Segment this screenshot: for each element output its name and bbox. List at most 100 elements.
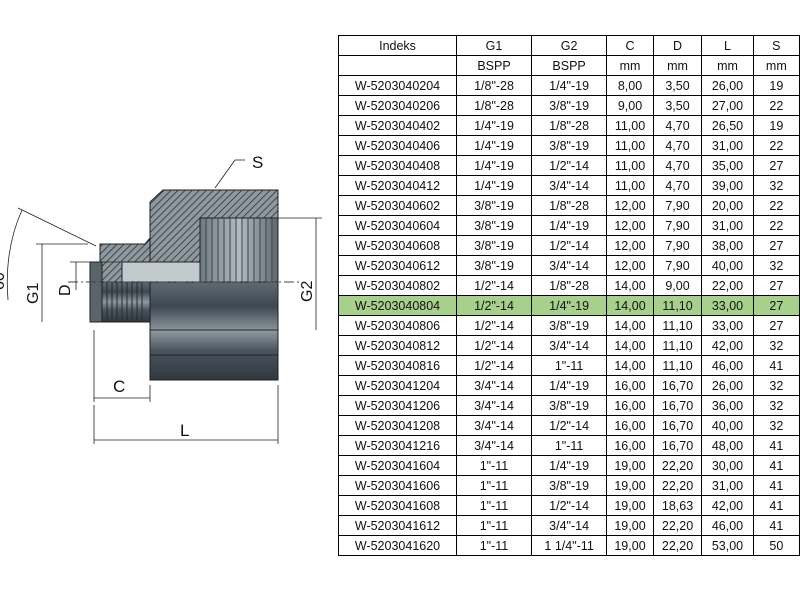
table-cell: 16,70 <box>652 415 703 436</box>
table-cell: W-5203040204 <box>337 75 458 96</box>
table-cell: 11,10 <box>652 295 703 316</box>
table-cell: 19,00 <box>606 495 654 516</box>
table-cell: W-5203041216 <box>337 435 458 456</box>
table-cell: 3/4"-14 <box>456 375 532 396</box>
table-cell: 33,00 <box>701 315 754 336</box>
table-cell: 22,20 <box>652 475 703 496</box>
table-cell: 1/8"-28 <box>456 95 532 116</box>
table-cell: 3/4"-14 <box>456 415 532 436</box>
table-cell: 42,00 <box>701 495 754 516</box>
table-cell: 1/2"-14 <box>456 315 532 336</box>
table-cell: 48,00 <box>701 435 754 456</box>
table-cell: mm <box>652 55 703 76</box>
table-cell: 3/8"-19 <box>456 195 532 216</box>
table-cell: 11,10 <box>652 315 703 336</box>
table-cell: 42,00 <box>701 335 754 356</box>
table-cell: 31,00 <box>701 135 754 156</box>
table-cell: 7,90 <box>652 235 703 256</box>
table-cell: G1 <box>456 35 532 56</box>
table-cell: W-5203041208 <box>337 415 458 436</box>
table-cell: 41 <box>752 455 800 476</box>
label-d: D <box>57 284 74 296</box>
table-cell: 16,00 <box>606 415 654 436</box>
table-cell: 30,00 <box>701 455 754 476</box>
hex-body <box>149 281 279 381</box>
table-cell: W-5203040802 <box>337 275 458 296</box>
label-angle: 60 <box>0 272 8 290</box>
table-cell: 14,00 <box>606 315 654 336</box>
table-cell: 1/8"-28 <box>530 115 608 136</box>
table-cell: 32 <box>752 175 800 196</box>
table-cell: 3/8"-19 <box>456 215 532 236</box>
table-cell: 7,90 <box>652 255 703 276</box>
table-cell: 7,90 <box>652 195 703 216</box>
table-cell: 1/2"-14 <box>530 495 608 516</box>
table-cell <box>337 55 458 76</box>
table-cell: W-5203041204 <box>337 375 458 396</box>
table-cell: 16,00 <box>606 395 654 416</box>
table-cell: 14,00 <box>606 335 654 356</box>
table-cell: G2 <box>530 35 608 56</box>
table-cell: 35,00 <box>701 155 754 176</box>
table-cell: 11,00 <box>606 175 654 196</box>
table-cell: 22,20 <box>652 515 703 536</box>
table-cell: 31,00 <box>701 475 754 496</box>
table-cell: 1/4"-19 <box>530 215 608 236</box>
table-cell: W-5203040604 <box>337 215 458 236</box>
table-cell: W-5203040608 <box>337 235 458 256</box>
table-cell: 22,20 <box>652 455 703 476</box>
table-cell: 1/2"-14 <box>456 295 532 316</box>
table-cell: 12,00 <box>606 235 654 256</box>
table-cell: 19 <box>752 115 800 136</box>
table-cell: W-5203040402 <box>337 115 458 136</box>
table-cell: 40,00 <box>701 415 754 436</box>
table-cell: D <box>652 35 703 56</box>
table-cell: 46,00 <box>701 355 754 376</box>
table-cell: 3/4"-14 <box>530 515 608 536</box>
table-cell: mm <box>606 55 654 76</box>
table-cell: W-5203040816 <box>337 355 458 376</box>
table-cell: W-5203041604 <box>337 455 458 476</box>
table-cell: BSPP <box>530 55 608 76</box>
table-cell: 12,00 <box>606 195 654 216</box>
table-cell: 3/4"-14 <box>456 435 532 456</box>
table-cell: 1/8"-28 <box>456 75 532 96</box>
table-cell: 3/8"-19 <box>530 315 608 336</box>
table-cell: 3/8"-19 <box>530 475 608 496</box>
table-cell: W-5203040612 <box>337 255 458 276</box>
table-cell: W-5203040804 <box>337 295 458 316</box>
table-cell: 1"-11 <box>456 515 532 536</box>
table-cell: S <box>752 35 800 56</box>
table-cell: 41 <box>752 515 800 536</box>
table-cell: 1"-11 <box>530 435 608 456</box>
table-cell: 4,70 <box>652 135 703 156</box>
table-cell: W-5203040806 <box>337 315 458 336</box>
label-g2: G2 <box>299 281 316 302</box>
table-cell: 1/4"-19 <box>530 375 608 396</box>
table-cell: 22 <box>752 215 800 236</box>
table-cell: 27 <box>752 315 800 336</box>
table-cell: 1/4"-19 <box>530 295 608 316</box>
table-cell: 16,70 <box>652 375 703 396</box>
table-cell: 26,50 <box>701 115 754 136</box>
table-cell: 40,00 <box>701 255 754 276</box>
table-cell: 9,00 <box>652 275 703 296</box>
table-cell: 1/2"-14 <box>530 235 608 256</box>
table-cell: 16,00 <box>606 435 654 456</box>
table-cell: 1/2"-14 <box>530 415 608 436</box>
table-cell: 53,00 <box>701 535 754 556</box>
